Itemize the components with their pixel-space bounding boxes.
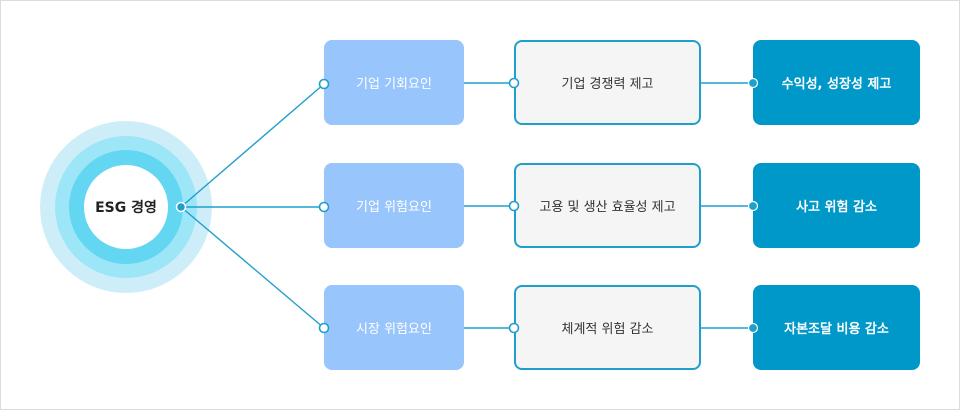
effect-2-in-dot [508, 200, 520, 212]
factor-3-in-dot [318, 322, 330, 334]
factor-box-2: 기업 위험요인 [324, 163, 464, 248]
effect-box-2: 고용 및 생산 효율성 제고 [514, 163, 701, 248]
result-box-2: 사고 위험 감소 [753, 163, 920, 248]
effect-1-in-dot [508, 77, 520, 89]
result-box-3: 자본조달 비용 감소 [753, 285, 920, 370]
effect-box-1: 기업 경쟁력 제고 [514, 40, 701, 125]
center-label: ESG 경영 [95, 200, 157, 216]
effect-3-in-dot [508, 322, 520, 334]
result-label-3: 자본조달 비용 감소 [784, 322, 889, 337]
center-anchor-dot [175, 201, 187, 213]
result-box-1: 수익성, 성장성 제고 [753, 40, 920, 125]
factor-box-1: 기업 기회요인 [324, 40, 464, 125]
result-2-in-dot [747, 200, 759, 212]
factor-box-3: 시장 위험요인 [324, 285, 464, 370]
connector-center-to-factor-3 [180, 206, 325, 329]
result-3-in-dot [747, 322, 759, 334]
factor-label-2: 기업 위험요인 [356, 200, 432, 215]
effect-label-2: 고용 및 생산 효율성 제고 [539, 200, 676, 215]
result-label-1: 수익성, 성장성 제고 [781, 77, 892, 92]
effect-label-1: 기업 경쟁력 제고 [561, 77, 654, 92]
result-label-2: 사고 위험 감소 [796, 200, 877, 215]
factor-label-1: 기업 기회요인 [356, 77, 432, 92]
center-node: ESG 경영 [84, 165, 168, 249]
connector-center-to-factor-1 [180, 83, 325, 208]
factor-2-in-dot [318, 201, 330, 213]
effect-label-3: 체계적 위험 감소 [561, 322, 654, 337]
effect-box-3: 체계적 위험 감소 [514, 285, 701, 370]
factor-label-3: 시장 위험요인 [356, 322, 432, 337]
result-1-in-dot [747, 77, 759, 89]
factor-1-in-dot [318, 78, 330, 90]
